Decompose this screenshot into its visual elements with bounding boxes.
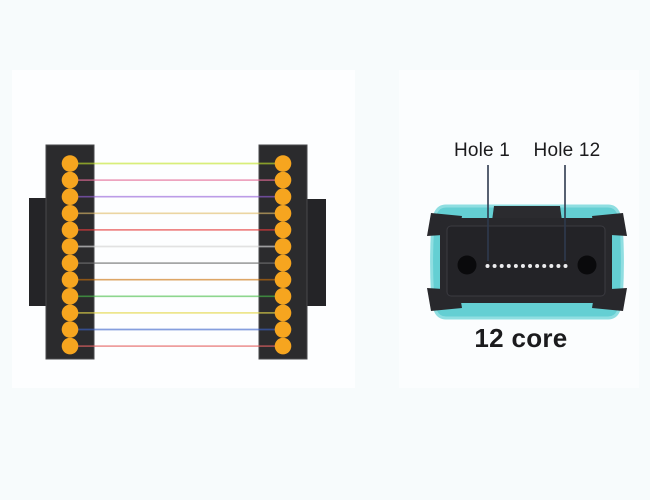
fiber-holes-group xyxy=(485,264,568,268)
fiber-pin-left-8 xyxy=(61,271,79,289)
fiber-pin-right-10 xyxy=(274,304,292,322)
guide-pin-hole-left xyxy=(457,255,477,275)
hole12-label: Hole 12 xyxy=(533,140,601,161)
fiber-pin-right-3 xyxy=(274,188,292,205)
fiber-pin-left-4 xyxy=(61,205,79,222)
fiber-hole-6 xyxy=(520,264,525,268)
fiber-pin-left-7 xyxy=(61,254,79,272)
fiber-pins-group xyxy=(61,155,292,355)
fiber-pin-left-5 xyxy=(61,221,79,239)
fiber-pin-left-3 xyxy=(61,188,79,205)
fiber-hole-10 xyxy=(549,264,554,268)
fiber-hole-12 xyxy=(563,264,568,268)
fiber-pin-right-6 xyxy=(274,238,292,255)
endface-key-tab xyxy=(492,206,562,221)
fiber-pin-left-2 xyxy=(61,171,79,189)
fiber-pin-right-12 xyxy=(274,337,292,355)
fiber-pin-right-9 xyxy=(274,288,292,305)
fiber-lines-group xyxy=(70,162,283,347)
fiber-hole-8 xyxy=(535,264,540,268)
fiber-pin-left-12 xyxy=(61,337,79,355)
fiber-pin-left-9 xyxy=(61,288,79,305)
fiber-pin-right-11 xyxy=(274,321,292,338)
fiber-hole-9 xyxy=(542,264,547,268)
hole1-label: Hole 1 xyxy=(453,140,511,161)
right-connector-tab xyxy=(306,199,326,306)
fiber-pin-left-10 xyxy=(61,304,79,322)
fiber-pin-left-11 xyxy=(61,321,79,338)
left-connector-tab xyxy=(29,198,48,306)
fiber-hole-11 xyxy=(556,264,561,268)
fiber-pin-left-1 xyxy=(61,155,79,172)
fiber-hole-3 xyxy=(499,264,504,268)
fiber-pin-right-7 xyxy=(274,254,292,272)
core-count-caption: 12 core xyxy=(474,323,568,353)
fiber-pin-right-1 xyxy=(274,155,292,172)
guide-pin-hole-right xyxy=(577,255,597,275)
fiber-hole-5 xyxy=(513,264,518,268)
fiber-pin-right-5 xyxy=(274,221,292,239)
fiber-pin-left-6 xyxy=(61,238,79,255)
fiber-pin-right-4 xyxy=(274,205,292,222)
fiber-hole-4 xyxy=(506,264,511,268)
fiber-hole-1 xyxy=(485,264,490,268)
fiber-hole-2 xyxy=(492,264,497,268)
fiber-pin-right-2 xyxy=(274,171,292,189)
fiber-pin-right-8 xyxy=(274,271,292,289)
fiber-hole-7 xyxy=(528,264,533,268)
